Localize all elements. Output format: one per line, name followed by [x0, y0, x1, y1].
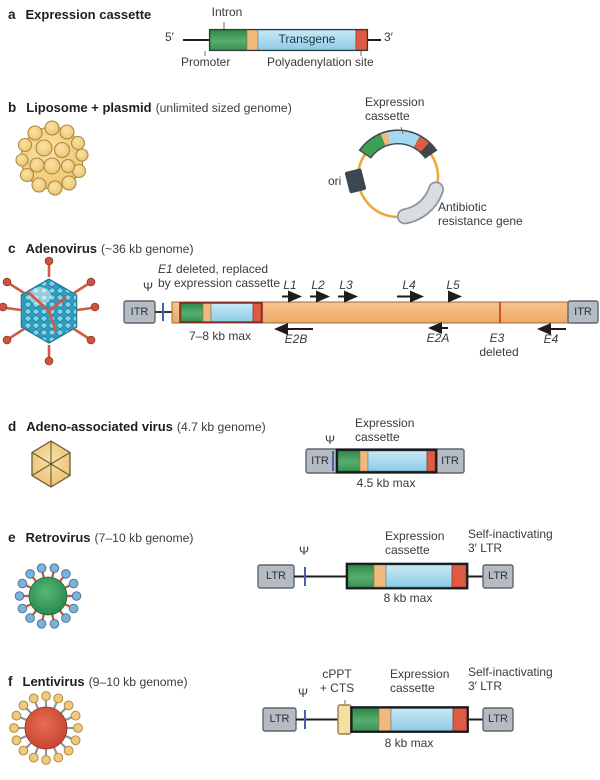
section-letter: d: [8, 419, 17, 434]
section-a-heading: a Expression cassette: [8, 7, 151, 22]
adenovirus-fiber-knobs: [0, 256, 100, 366]
cassette-outline: [350, 706, 469, 733]
section-d-heading: d Adeno-associated virus (4.7 kb genome): [8, 419, 266, 434]
aav-genome-bar: [305, 448, 465, 474]
label-three-prime: 3′: [384, 30, 393, 44]
label-itr-left: ITR: [311, 455, 329, 467]
label-cppt-cts: cPPT + CTS: [319, 667, 355, 695]
label-e3-deleted: deleted: [479, 345, 519, 359]
ltr-box-right: [482, 564, 514, 589]
label-8kb-max: 8 kb max: [383, 591, 433, 605]
section-letter: b: [8, 100, 17, 115]
retrovirus-knobs: [14, 563, 82, 629]
ori-segment: [345, 168, 366, 194]
label-expression-cassette: Expression cassette: [365, 95, 425, 123]
label-antibiotic-resistance-gene: Antibiotic resistance gene: [438, 200, 523, 228]
label-ltr-left: LTR: [269, 713, 290, 725]
adenovirus-fibers: [5, 264, 93, 358]
label-ltr-right: LTR: [488, 713, 508, 725]
section-subtitle: (unlimited sized genome): [155, 101, 292, 115]
label-psi: Ψ: [298, 544, 310, 558]
label-ltr-left: LTR: [266, 570, 286, 582]
itr-box-right: [567, 300, 599, 324]
retrovirus-genome-bar: [257, 562, 514, 590]
section-e-heading: e Retrovirus (7–10 kb genome): [8, 530, 193, 545]
section-title: Liposome + plasmid: [26, 100, 152, 115]
section-title: Lentivirus: [22, 674, 85, 689]
label-five-prime: 5′: [165, 30, 174, 44]
label-l1: L1: [283, 278, 297, 292]
cppt-cts-segment: [337, 704, 352, 735]
label-expression-cassette: Expression cassette: [385, 529, 445, 557]
adenovirus-icon: [0, 256, 100, 366]
label-78kb-max: 7–8 kb max: [189, 329, 252, 343]
label-self-inactivating-ltr: Self-inactivating 3′ LTR: [468, 665, 553, 693]
cassette-outline: [179, 301, 263, 324]
label-itr-right: ITR: [574, 306, 592, 318]
section-f-heading: f Lentivirus (9–10 kb genome): [8, 674, 188, 689]
label-e2b: E2B: [284, 332, 308, 346]
label-intron: Intron: [211, 5, 243, 19]
section-subtitle: (7–10 kb genome): [94, 531, 194, 545]
section-c-heading: c Adenovirus (~36 kb genome): [8, 241, 194, 256]
label-45kb-max: 4.5 kb max: [356, 476, 416, 490]
expression-cassette-diagram: [183, 22, 381, 56]
section-subtitle: (9–10 kb genome): [88, 675, 188, 689]
polya-segment: [355, 29, 368, 51]
ltr-box-right: [482, 707, 514, 732]
section-letter: c: [8, 241, 16, 256]
lentivirus-knobs: [9, 691, 83, 765]
label-e4: E4: [543, 332, 559, 346]
label-l3: L3: [339, 278, 353, 292]
section-b-heading: b Liposome + plasmid (unlimited sized ge…: [8, 100, 292, 115]
retrovirus-icon: [14, 563, 82, 629]
label-l5: L5: [446, 278, 460, 292]
section-letter: f: [8, 674, 13, 689]
antibiotic-gene-segment: [398, 183, 443, 223]
lentivirus-body: [24, 706, 68, 750]
label-ori: ori: [328, 174, 342, 188]
adenovirus-genome-bar: [123, 290, 599, 335]
cassette-outline: [335, 448, 438, 474]
liposome-icon: [15, 120, 89, 196]
section-letter: e: [8, 530, 16, 545]
promoter-segment: [209, 29, 248, 51]
section-title: Adenovirus: [25, 241, 98, 256]
section-subtitle: (~36 kb genome): [101, 242, 194, 256]
label-e1-deleted: E1 deleted, replaced by expression casse…: [158, 262, 281, 290]
label-l4: L4: [402, 278, 416, 292]
section-subtitle: (4.7 kb genome): [176, 420, 266, 434]
cassette-outline: [345, 562, 469, 590]
early-transcript-arrows: [274, 322, 566, 335]
section-title: Adeno-associated virus: [26, 419, 173, 434]
label-self-inactivating-ltr: Self-inactivating 3′ LTR: [468, 527, 553, 555]
label-transgene: Transgene: [278, 32, 336, 46]
label-itr-right: ITR: [441, 455, 459, 467]
lentivirus-icon: [9, 691, 83, 765]
plasmid-diagram: [345, 126, 444, 225]
label-expression-cassette: Expression cassette: [355, 416, 415, 444]
retrovirus-body: [28, 576, 68, 616]
label-e2a: E2A: [426, 331, 450, 345]
label-polyadenylation-site: Polyadenylation site: [267, 55, 374, 69]
label-psi: Ψ: [142, 280, 154, 294]
label-ltr-right: LTR: [488, 570, 508, 582]
label-psi: Ψ: [297, 686, 309, 700]
label-psi: Ψ: [324, 433, 336, 447]
label-e3: E3: [489, 331, 505, 345]
intron-segment: [246, 29, 259, 51]
section-title: Retrovirus: [25, 530, 91, 545]
label-itr-left: ITR: [130, 306, 149, 318]
aav-icon: [31, 440, 71, 488]
label-expression-cassette: Expression cassette: [390, 667, 450, 695]
section-letter: a: [8, 7, 16, 22]
label-8kb-max: 8 kb max: [384, 736, 434, 750]
lentivirus-genome-bar: [262, 700, 514, 735]
label-e1: E1: [158, 262, 173, 276]
label-l2: L2: [311, 278, 325, 292]
label-promoter: Promoter: [181, 55, 231, 69]
section-title: Expression cassette: [25, 7, 152, 22]
